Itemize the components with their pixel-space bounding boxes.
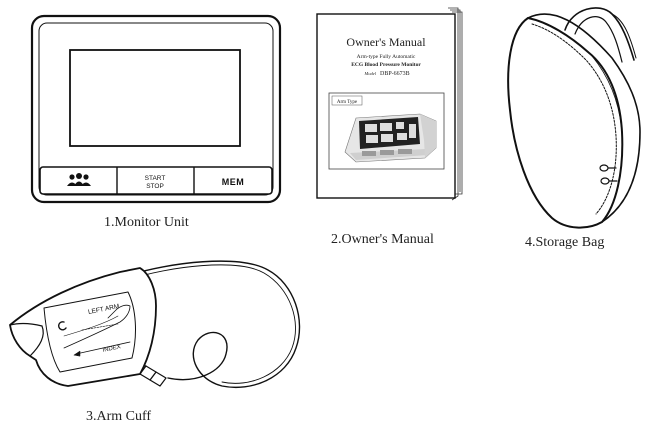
manual-title: Owner's Manual xyxy=(346,35,426,49)
monitor-unit: START STOP MEM xyxy=(30,14,282,204)
monitor-screen xyxy=(69,49,241,147)
mem-label[interactable]: MEM xyxy=(222,177,245,187)
manual-model-value: DBP-6673B xyxy=(380,71,410,77)
arm-cuff xyxy=(9,260,301,388)
users-icon[interactable] xyxy=(67,173,91,186)
caption-owners-manual: 2.Owner's Manual xyxy=(331,232,434,247)
stop-label[interactable]: STOP xyxy=(146,183,164,190)
caption-monitor-unit: 1.Monitor Unit xyxy=(104,215,189,230)
cuff-tube xyxy=(125,260,301,388)
manual-tag: Arm Type xyxy=(337,100,358,105)
start-label[interactable]: START xyxy=(145,175,166,182)
caption-arm-cuff: 3.Arm Cuff xyxy=(86,409,152,424)
monitor-button-bar xyxy=(39,166,273,195)
manual-model-label: Model xyxy=(364,71,377,76)
cuff-index-label: INDEX xyxy=(102,344,121,354)
owners-manual: Owner's Manual Arm-type Fully Automatic … xyxy=(316,7,463,201)
manual-line1: Arm-type Fully Automatic xyxy=(357,54,416,60)
manual-line2: ECG Blood Pressure Monitor xyxy=(351,62,421,68)
zipper-pulls xyxy=(599,164,618,185)
storage-bag xyxy=(507,7,641,229)
monitor-inner-frame xyxy=(38,22,274,196)
manual-device-image xyxy=(344,113,437,163)
caption-storage-bag: 4.Storage Bag xyxy=(525,235,605,250)
